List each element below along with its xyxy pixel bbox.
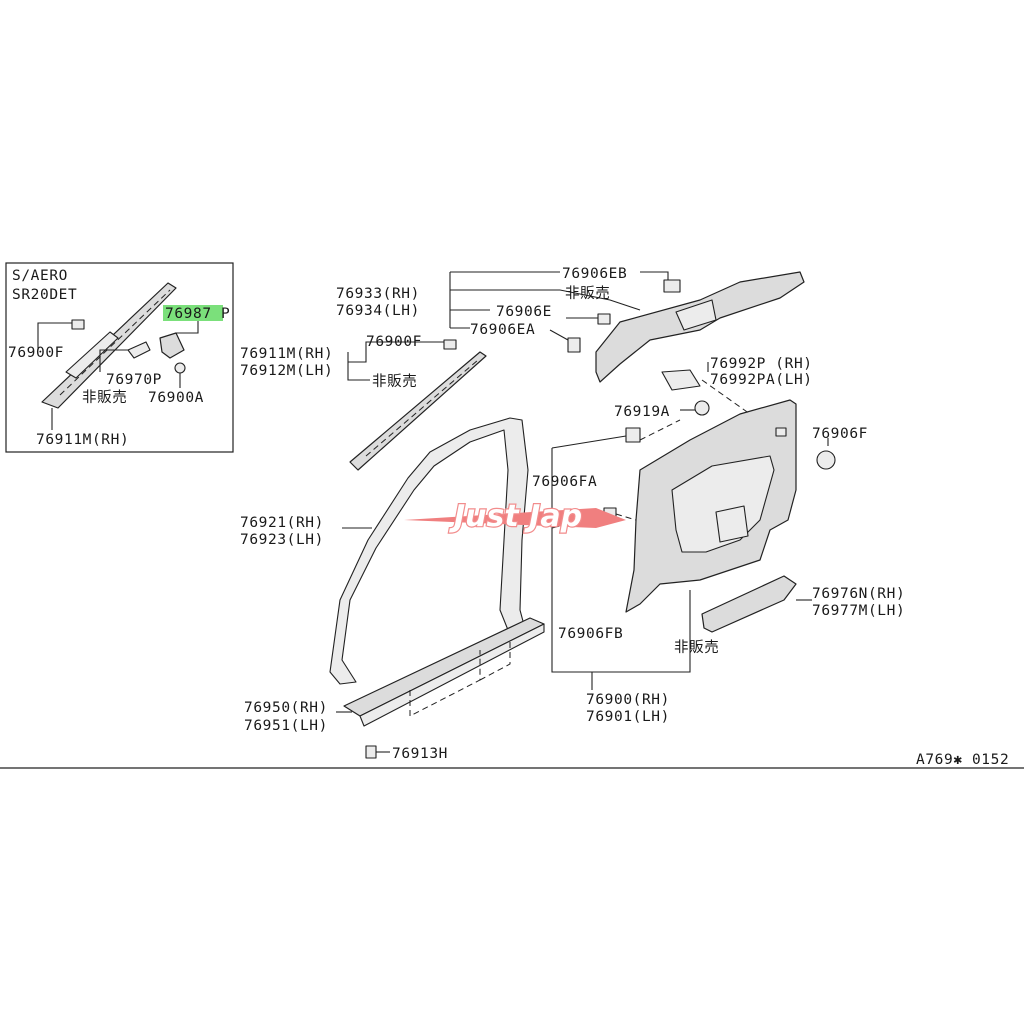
rear-trim-opening — [671, 455, 775, 553]
part-76901: 76901(LH) — [586, 709, 670, 725]
part-76906E: 76906E — [496, 304, 552, 320]
inset-not-for-sale: 非販売 — [82, 389, 127, 406]
inset-bracket-76970P — [127, 341, 151, 359]
part-76906FA: 76906FA — [532, 474, 597, 490]
leader-76906E — [450, 309, 598, 319]
inset-screw-76900A — [174, 362, 186, 374]
inset-part-76900A: 76900A — [148, 390, 204, 406]
armrest-finisher-group: 76976N(RH) 76977M(LH) — [701, 575, 905, 633]
part-76906EB: 76906EB — [562, 266, 627, 282]
not-for-sale-mid: 非販売 — [372, 373, 417, 390]
upper-trim-boss — [675, 299, 717, 331]
inset-part-76911M: 76911M(RH) — [36, 432, 129, 448]
rear-trim-dash — [615, 379, 751, 521]
part-76992PA: 76992PA(LH) — [710, 372, 813, 388]
inset-part-suffix: P — [221, 306, 230, 322]
part-76992P: 76992P (RH) — [710, 356, 813, 372]
clip-76906FA — [625, 427, 641, 443]
part-76923: 76923(LH) — [240, 532, 324, 548]
bolt-76919A — [694, 400, 710, 416]
part-76900: 76900(RH) — [586, 692, 670, 708]
kicking-plate-top — [343, 617, 545, 717]
not-for-sale-low: 非販売 — [674, 639, 719, 656]
part-76933: 76933(RH) — [336, 286, 420, 302]
clip-76906F — [816, 450, 836, 470]
center-pillar-dash — [365, 359, 479, 457]
part-76906FB: 76906FB — [558, 626, 623, 642]
inset-leader-76900F — [37, 322, 72, 350]
diagram-code: A769✱ 0152 — [916, 752, 1009, 768]
inset-leader-76970P — [99, 349, 128, 372]
highlight-box — [163, 305, 223, 321]
inset-variant-label: S/AERO — [12, 268, 68, 284]
not-for-sale-top: 非販売 — [565, 285, 610, 302]
part-76950: 76950(RH) — [244, 700, 328, 716]
inset-part-76900F: 76900F — [8, 345, 64, 361]
inset-part-76987: 76987 — [165, 306, 212, 322]
part-76919A: 76919A — [614, 404, 670, 420]
leader-76906EA — [450, 327, 569, 341]
kicking-plate-group: 76950(RH) 76951(LH) 76913H — [244, 617, 545, 762]
inset-part-76970P: 76970P — [106, 372, 162, 388]
center-pillar-group: 76911M(RH) 76912M(LH) 76900F 非販売 — [240, 334, 487, 471]
clip-76900F — [443, 339, 457, 350]
inset-cap-76987P — [159, 332, 185, 359]
inset-s-aero: S/AERO SR20DET 76900F 76970P 非販売 76987 P… — [5, 262, 234, 453]
clip-76906EB — [663, 279, 681, 293]
door-weatherstrip-group: 76921(RH) 76923(LH) — [240, 417, 529, 685]
rear-trim-hole — [775, 427, 787, 437]
just-jap-watermark: Just Jap — [404, 498, 626, 535]
part-76906EA: 76906EA — [470, 322, 535, 338]
inset-frame — [5, 262, 234, 453]
leader-nfs-top — [450, 289, 641, 311]
part-76912M: 76912M(LH) — [240, 363, 333, 379]
armrest-finisher — [701, 575, 797, 633]
part-76934: 76934(LH) — [336, 303, 420, 319]
door-weatherstrip — [329, 417, 529, 685]
watermark-text: Just Jap — [449, 499, 582, 534]
rear-side-trim-group: 76992P (RH) 76992PA(LH) 76919A 76906F 76… — [532, 356, 868, 725]
clip-76906E — [597, 313, 611, 325]
rear-trim-pocket — [715, 505, 749, 543]
part-76900F: 76900F — [366, 334, 422, 350]
part-76911M: 76911M(RH) — [240, 346, 333, 362]
inset-engine-label: SR20DET — [12, 287, 77, 303]
clip-76913H — [365, 745, 377, 759]
kicking-plate-face — [359, 623, 545, 727]
inset-clip-76900F — [71, 319, 85, 330]
upper-quarter-trim-group: 76906EB 76933(RH) 76934(LH) 非販売 76906E 7… — [336, 266, 805, 383]
clip-76906EA — [567, 337, 581, 353]
part-76951: 76951(LH) — [244, 718, 328, 734]
part-76977M: 76977M(LH) — [812, 603, 905, 619]
leader-76911M — [347, 341, 444, 381]
bracket-76992P — [661, 369, 701, 391]
watermark-swoosh — [404, 508, 626, 528]
upper-quarter-trim — [595, 271, 805, 383]
part-76921: 76921(RH) — [240, 515, 324, 531]
part-76913H: 76913H — [392, 746, 448, 762]
leader-76933-bracket — [449, 271, 669, 328]
inset-trim-lower — [65, 331, 119, 379]
inset-trim-dashline — [59, 289, 171, 396]
part-76906F: 76906F — [812, 426, 868, 442]
part-76976N: 76976N(RH) — [812, 586, 905, 602]
inset-leader-76987P — [176, 318, 199, 334]
kicking-plate-dash — [409, 640, 511, 717]
